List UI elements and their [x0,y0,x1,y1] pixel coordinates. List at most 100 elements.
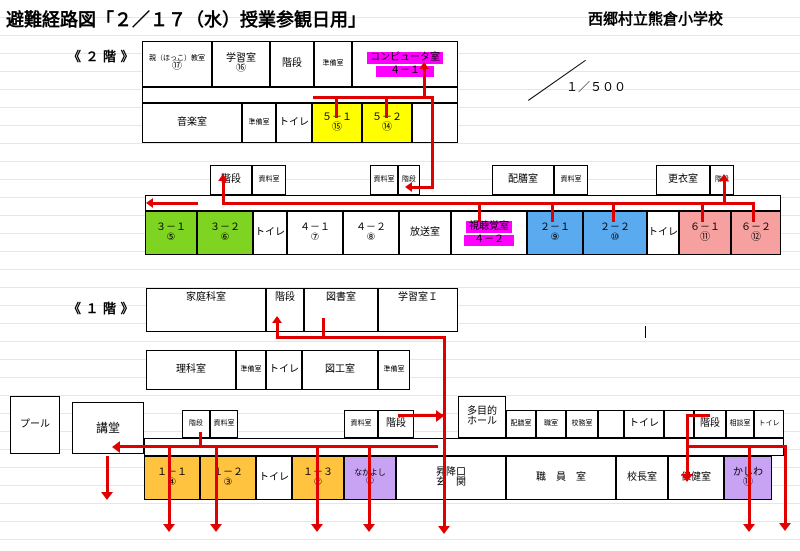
floor1-label: 《 １ 階 》 [68,302,134,317]
room-number: ⑯ [236,63,246,74]
page-title: 避難経路図「２／１７（水）授業参観日用」 [6,10,366,31]
room-label: ４－２ [356,221,386,233]
room-number: ④ [167,477,177,488]
toilet-1f-far: トイレ [754,410,784,438]
route-2f-left-stair [222,180,225,204]
room-number: ⑫ [751,232,761,243]
room-school-affairs: 校務室 [566,410,598,438]
room-label: ２－２ [600,221,630,233]
room-label: 階段 [386,417,406,429]
room-office-small: 職室 [536,410,566,438]
room-broadcast: 放送室 [399,211,451,255]
route-5-1 [335,96,338,118]
arrowhead-down-icon [363,524,375,532]
route-1f-far-right [784,445,787,525]
room-label: トイレ [648,226,678,238]
room-label: 階段 [189,419,203,428]
room-label: 昇降口 [436,466,466,478]
room-label: ４－１ [300,221,330,233]
room-label: 資料室 [373,175,395,184]
arrowhead-down-icon [419,62,429,69]
room-6-1: ６－１ ⑪ [679,211,731,255]
room-label: 準備室 [248,118,270,127]
arrowhead-down-icon [681,474,693,482]
room-3-1: ３－１ ⑤ [145,211,197,255]
room-label: 職室 [544,419,558,428]
route-1-3 [316,446,319,526]
route-1-1 [168,446,171,526]
route-2f-computer [423,64,426,98]
route-1-2 [215,446,218,526]
route-5-2 [385,96,388,118]
room-label: トイレ [259,471,289,483]
room-number: ⑦ [310,232,320,243]
room-4-2: ４－２ ⑧ [343,211,399,255]
room-consultation: 相談室 [726,410,754,438]
room-label: 資料室 [350,419,372,428]
room-label: 配膳室 [510,419,532,428]
room-label: ６－１ [690,221,720,233]
room-label: トイレ [269,363,299,375]
route-2-2 [612,202,615,222]
room-number: ⑭ [382,122,392,133]
room-multipurpose: 多目的 ホール [458,396,506,438]
room-craft: 図工室 [302,350,378,390]
room-label: コンピュータ室 [367,51,443,64]
arrowhead-left-icon [146,198,153,208]
room-label: １－１ [157,466,187,478]
room-label: 図書室 [326,292,356,303]
room-number: ⑧ [366,232,376,243]
room-label: 階段 [275,292,295,303]
room-label: 学習室 [226,52,256,64]
room-label: 準備室 [322,59,344,68]
room-label: 玄 関 [436,477,466,488]
room-library: 図書室 [304,288,378,332]
room-label: 放送室 [410,226,440,238]
room-number: ⑮ [332,122,342,133]
room-2-2: ２－２ ⑩ [583,211,647,255]
toilet-1f-right: トイレ [624,410,664,438]
corridor-2f-top [142,87,458,103]
room-music: 音楽室 [142,103,242,143]
prep-room-2f-top: 準備室 [314,41,352,87]
arrowhead-up-icon [218,174,228,181]
room-serving-1f: 配膳室 [506,410,536,438]
room-1-2: １－２ ③ [200,456,256,500]
room-label: 理科室 [176,363,206,375]
room-label: 相談室 [729,419,751,428]
room-number: ⑪ [700,232,710,243]
material-room-2f-c: 資料室 [554,165,588,195]
material-room-2f-a: 資料室 [252,165,286,195]
route-6-1 [701,202,704,222]
room-label: 階段 [700,417,720,429]
arrowhead-up-icon [719,174,729,181]
room-label: 学習室Ｉ [398,292,438,303]
room-number: ⑰ [172,61,182,73]
route-2f-right-stair [723,180,726,204]
toilet-2f-right: トイレ [647,211,679,255]
route-2f-left-end [152,202,198,205]
room-principal: 校長室 [616,456,668,500]
arrowhead-down-icon [163,524,175,532]
route-1f-corridor [120,445,438,448]
room-6-2: ６－２ ⑫ [731,211,781,255]
room-label: 校長室 [627,471,657,483]
prep-room-science: 準備室 [236,350,266,390]
room-number: ⑥ [220,232,230,243]
route-2-1 [551,202,554,222]
room-label: 更衣室 [668,173,698,185]
room-label: ３－２ [210,221,240,233]
room-label: トイレ [758,419,780,428]
room-label: 音楽室 [177,116,207,128]
room-label: 階段 [282,57,302,69]
room-label: ２－１ [540,221,570,233]
corridor-2f-right [412,103,458,143]
room-label: 資料室 [560,175,582,184]
toilet-2f-mid: トイレ [276,103,312,143]
route-2f-to-stair [412,186,434,189]
stair-1f-top: 階段 [266,288,304,332]
room-2-1: ２－１ ⑨ [527,211,583,255]
room-label: 準備室 [240,365,262,374]
route-library [322,318,325,338]
room-label: ホール [467,416,497,427]
